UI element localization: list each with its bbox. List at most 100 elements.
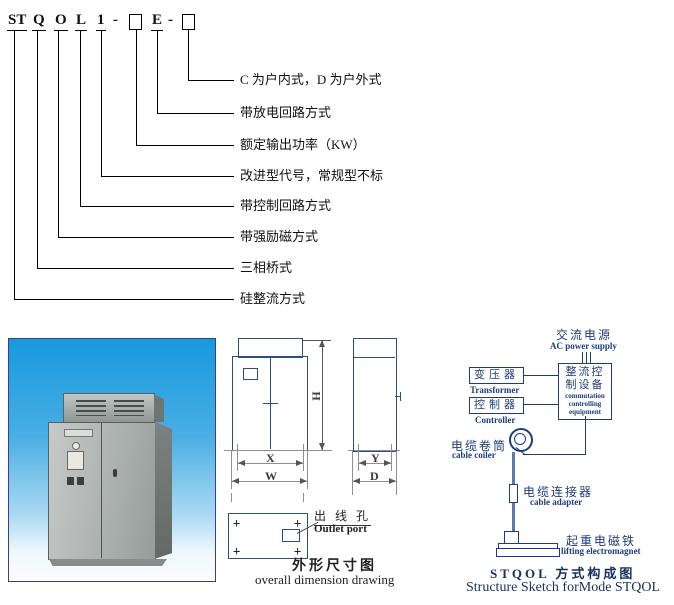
cable-adapter-label-zh: 电缆连接器 [523,485,594,499]
side-view-body [353,338,397,452]
electromagnet-label-en: lifting electromagnet [561,546,641,556]
x-arrow-right [296,460,303,466]
cabinet-side-panel [155,422,172,559]
x-ext-left [237,444,238,471]
vent-slots-left [76,400,106,416]
ac-supply-label-en: AC power supply [550,341,617,351]
code-label-control: 带控制回路方式 [240,198,332,213]
w-arrow-left [232,478,239,484]
cabinet-body [48,422,156,560]
code-blank-box-power [129,14,142,30]
cabinet-switch-1 [67,477,74,485]
x-ext-right [303,444,304,471]
commutation-equipment-box: 整流控 制设备 commutation controlling equipmen… [558,363,612,420]
w-dim-line [232,481,307,482]
code-char-q: Q [32,12,46,31]
commutation-box-zh2: 制设备 [565,379,605,391]
y-arrow-right [384,460,391,466]
door-cross-v [270,396,271,411]
outlet-label-zh: 出 线 孔 [314,507,372,526]
commutation-box-en2: controlling [568,400,602,408]
cable-coiler-outer-circle [509,428,533,452]
leader-line-box2 [188,30,234,81]
side-view-handle-v [400,392,401,401]
d-ext-left [352,451,353,495]
code-label-power: 额定输出功率（KW） [240,137,366,152]
leader-line-q [37,30,234,269]
code-label-discharge: 带放电回路方式 [240,105,332,120]
leader-line-1 [101,30,234,177]
cabinet-switch-2 [77,477,84,485]
dim-label-w: W [265,469,277,483]
corner-mark-bl: + [233,544,241,558]
w-arrow-right [300,478,307,484]
cable-coiler-label-zh: 电缆卷筒 [451,439,508,453]
commutation-box-en1: commutation [565,392,605,400]
ac-supply-label-zh: 交流电源 [556,328,613,342]
product-photo [8,338,216,582]
cabinet-indicator-lamp [72,442,80,450]
dim-label-h: H [309,391,324,401]
w-ext-right [307,451,308,489]
h-dim-line [322,340,323,450]
cable-coiler-inner-circle [514,433,526,445]
side-view-top-split [353,357,395,358]
leader-line-e [157,30,234,114]
x-dim-line [238,463,303,464]
code-label-site: C 为户内式，D 为户外式 [240,72,382,87]
h-arrow-bottom [319,443,325,450]
code-hyphen-2: - [168,12,173,28]
dim-label-x: X [266,451,275,465]
controller-connector [523,404,558,405]
ac-line-3 [590,352,591,363]
ac-line-1 [582,352,583,363]
code-label-excitation: 带强励磁方式 [240,229,319,244]
sketch-caption-zh: STQOL 方式构成图 [490,566,636,581]
outlet-hole [282,529,300,542]
commutation-box-zh1: 整流控 [565,366,605,378]
code-label-improved: 改进型代号，常规型不标 [240,168,384,183]
d-ext-right [396,451,397,495]
baseline-side [348,450,400,451]
d-dim-line [353,481,396,482]
dim-label-y: Y [371,451,380,465]
corner-mark-tl: + [233,516,241,530]
code-hyphen: - [113,12,118,28]
baseline-front [224,450,332,451]
ext-stub-2 [303,493,304,502]
cable-adapter-label-en: cable adapter [530,497,583,507]
commutation-box-en3: equipment [569,408,601,416]
w-ext-left [231,451,232,489]
front-view-top-box [238,338,303,358]
cabinet-door-lock [113,469,117,477]
code-label-rectifier: 硅整流方式 [240,291,306,306]
controller-box: 控制器 [469,397,524,414]
side-view-handle-h [395,396,401,397]
cabinet-base-shadow [49,559,167,566]
code-char-1: 1 [96,12,106,31]
vent-slots-right [114,400,144,416]
h-arrow-top [319,340,325,347]
cabinet-top-box-side [154,395,164,422]
transformer-box: 变压器 [469,367,524,384]
equipment-drop-line [585,416,586,455]
transformer-connector [523,375,558,376]
ac-line-2 [586,352,587,363]
dim-label-d: D [370,469,379,483]
corner-mark-br: + [294,544,302,558]
code-char-e: E [151,12,164,31]
controller-label-en: Controller [475,415,516,425]
cabinet-nameplate [64,429,93,437]
front-view-window [243,368,258,380]
x-arrow-left [238,460,245,466]
d-arrow-right [389,478,396,484]
leader-line-st [14,30,234,300]
leader-line-l [80,30,234,207]
code-char-st: ST [7,12,28,31]
sketch-caption-en: Structure Sketch forMode STQOL [466,580,661,595]
bottom-view-body [228,513,308,559]
cabinet-meter-window [67,451,84,470]
cable-adapter-block [509,484,518,503]
d-arrow-left [353,478,360,484]
corner-mark-tr: + [294,516,302,530]
